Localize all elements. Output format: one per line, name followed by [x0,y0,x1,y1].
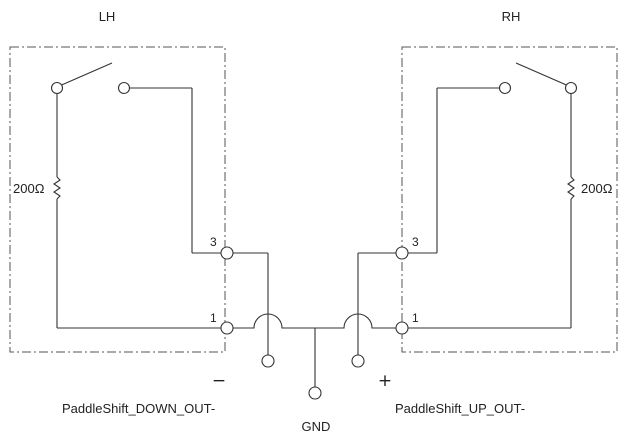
left-switch-contact [117,81,131,95]
right-resistor [567,176,575,200]
right-switch-circuit [408,62,578,329]
ground-bus [233,313,396,329]
left-resistor-label: 200Ω [13,181,45,196]
left-resistor [53,176,61,200]
right-pin-1-terminal [395,321,409,335]
right-pin-1-label: 1 [412,311,419,325]
right-resistor-label: 200Ω [581,181,613,196]
right-module-housing [401,46,618,353]
right-pin-3-label: 3 [412,235,419,249]
right-switch-lever [515,62,572,88]
right-switch-contact [498,81,512,95]
ground-label: GND [302,419,331,434]
down-output-terminal [261,354,275,368]
center-wiring [233,252,396,387]
negative-polarity-sign: − [212,371,226,391]
up-output-label: PaddleShift_UP_OUT- [395,401,525,416]
right-module-title: RH [502,9,521,24]
left-switch-contact [50,81,64,95]
left-pin-1-label: 1 [210,311,217,325]
down-output-label: PaddleShift_DOWN_OUT- [62,401,215,416]
right-pin-3-terminal [395,246,409,260]
positive-polarity-sign: + [378,371,392,391]
left-switch-circuit [50,62,221,329]
left-module-housing [9,46,226,353]
left-module-title: LH [99,9,116,24]
left-pin-3-terminal [220,246,234,260]
left-switch-lever [56,62,113,88]
ground-terminal [308,386,322,400]
right-switch-contact [564,81,578,95]
left-pin-1-terminal [220,321,234,335]
up-output-terminal [351,354,365,368]
left-pin-3-label: 3 [210,235,217,249]
